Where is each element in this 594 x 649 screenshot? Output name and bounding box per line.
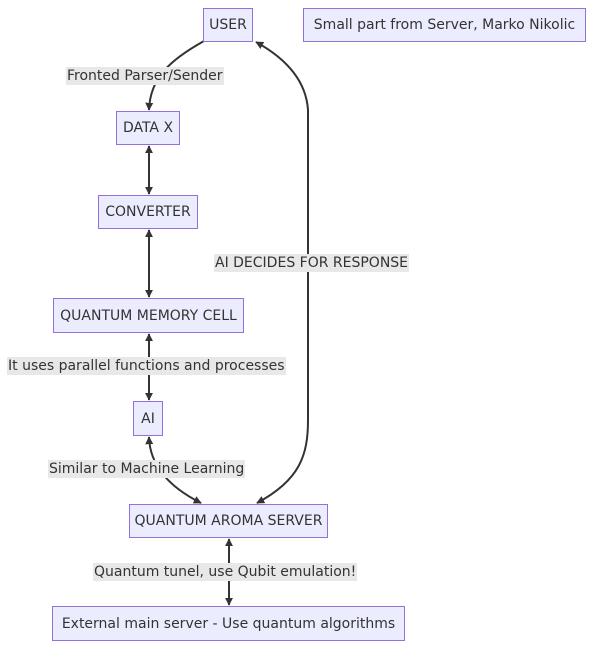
node-note: Small part from Server, Marko Nikolic: [303, 8, 586, 42]
node-external-server: External main server - Use quantum algor…: [52, 606, 405, 641]
node-data-x: DATA X: [116, 111, 180, 145]
edge-label-machine-learning: Similar to Machine Learning: [48, 460, 246, 478]
edge-qas-user: [255, 41, 309, 504]
node-user: USER: [203, 8, 253, 42]
edge-label-ai-decides: AI DECIDES FOR RESPONSE: [214, 254, 410, 272]
edge-label-quantum-tunel: Quantum tunel, use Qubit emulation!: [93, 563, 358, 581]
node-ai: AI: [133, 401, 163, 436]
edge-label-parallel-functions: It uses parallel functions and processes: [7, 357, 286, 375]
node-quantum-aroma-server: QUANTUM AROMA SERVER: [129, 504, 328, 538]
edge-label-fronted-parser: Fronted Parser/Sender: [66, 67, 224, 85]
node-quantum-memory-cell: QUANTUM MEMORY CELL: [53, 298, 244, 333]
node-converter: CONVERTER: [98, 195, 198, 229]
